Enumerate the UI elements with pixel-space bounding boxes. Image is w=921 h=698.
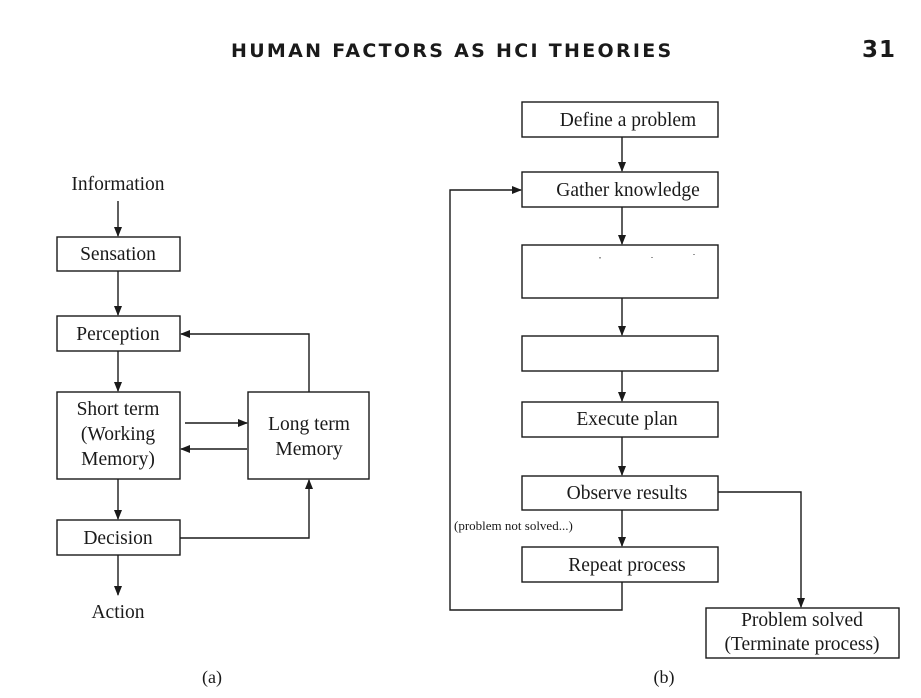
running-title: HUMAN FACTORS AS HCI THEORIES	[231, 40, 674, 62]
repeat-process-box	[521, 546, 719, 583]
gather-knowledge-label: Gather knowledge	[556, 180, 700, 201]
execute-plan-box	[521, 401, 719, 438]
decision-label: Decision	[83, 528, 153, 549]
short-term-label-3: Memory)	[81, 449, 155, 470]
gather-knowledge-box	[521, 171, 719, 208]
page-header: HUMAN FACTORS AS HCI THEORIES 31	[0, 37, 921, 70]
long-term-label-2: Memory	[275, 439, 342, 460]
define-problem-box	[521, 101, 719, 138]
observe-results-label: Observe results	[567, 483, 688, 504]
arrow-observe-to-solved	[718, 491, 805, 608]
repeat-process-label: Repeat process	[568, 555, 686, 576]
perception-label: Perception	[76, 324, 160, 345]
execute-plan-label: Execute plan	[576, 409, 677, 430]
long-term-label-1: Long term	[268, 414, 350, 435]
define-problem-label: Define a problem	[560, 110, 696, 131]
step-3-box	[521, 244, 719, 299]
problem-solved-label-2: (Terminate process)	[724, 634, 879, 655]
page-number: 31	[862, 37, 897, 63]
observe-results-box	[521, 475, 719, 511]
problem-solved-label-1: Problem solved	[741, 610, 863, 631]
long-term-memory-box	[247, 391, 370, 480]
caption-a: (a)	[202, 667, 222, 688]
not-solved-note: (problem not solved...)	[454, 518, 573, 533]
caption-b: (b)	[654, 667, 675, 688]
arrow-long-term-to-perception	[180, 330, 310, 392]
short-term-label-2: (Working	[81, 424, 155, 445]
short-term-label-1: Short term	[77, 399, 160, 420]
arrow-decision-to-long-term	[180, 479, 313, 539]
arrow-repeat-loop-to-gather	[449, 186, 623, 611]
problem-solved-box	[705, 607, 900, 659]
step-4-box	[521, 335, 719, 372]
information-label: Information	[71, 174, 164, 195]
sensation-label: Sensation	[80, 244, 156, 265]
action-label: Action	[91, 602, 144, 623]
